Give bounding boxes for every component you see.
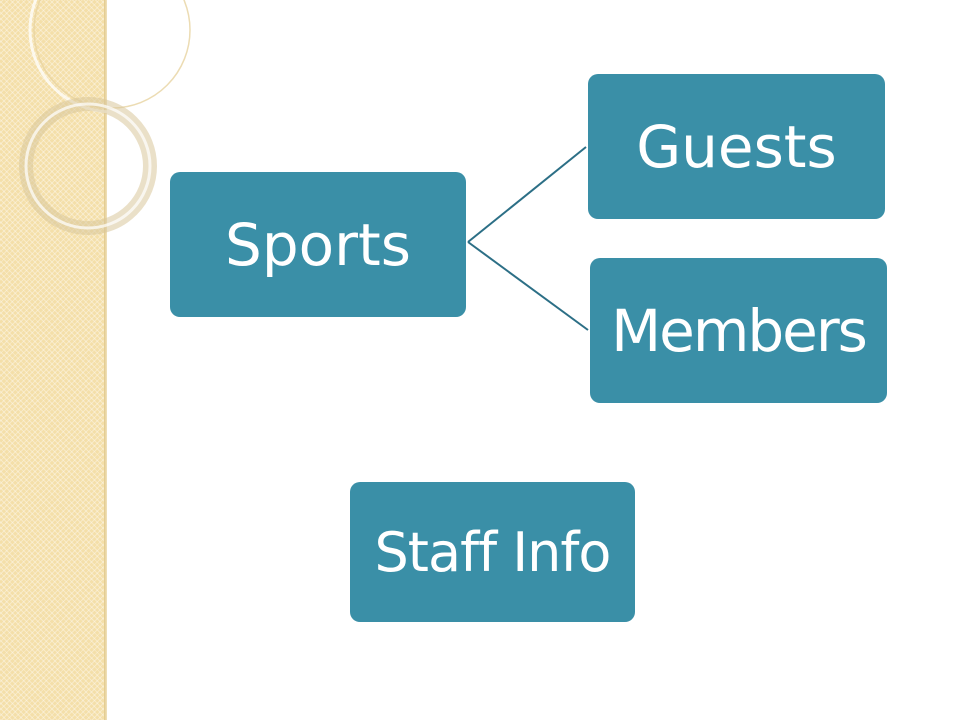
node-guests: Guests xyxy=(588,74,885,219)
side-band-edge xyxy=(104,0,107,720)
connector-sports-guests xyxy=(467,146,587,243)
connector-sports-members xyxy=(467,241,589,331)
node-staff-info: Staff Info xyxy=(350,482,635,622)
node-sports: Sports xyxy=(170,172,466,317)
node-members: Members xyxy=(590,258,887,403)
decorative-rings-icon xyxy=(19,0,196,235)
